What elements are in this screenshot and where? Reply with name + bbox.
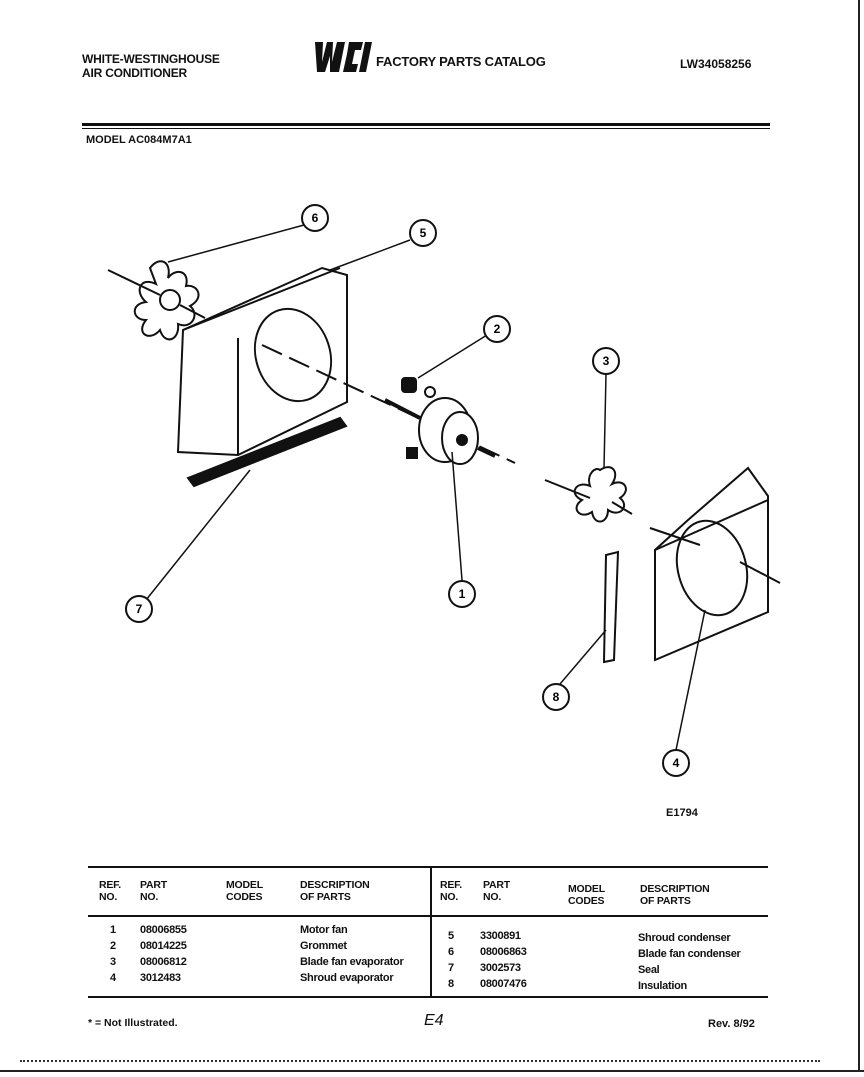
callout-5: 5	[409, 219, 437, 247]
page-right-border	[858, 0, 860, 1070]
svg-text:2: 2	[494, 322, 501, 336]
catalog-title: FACTORY PARTS CATALOG	[376, 54, 546, 69]
svg-text:6: 6	[312, 211, 319, 225]
callout-3: 3	[592, 347, 620, 375]
svg-text:4: 4	[673, 756, 680, 770]
brand-name: WHITE-WESTINGHOUSE AIR CONDITIONER	[82, 52, 220, 80]
callout-8: 8	[542, 683, 570, 711]
callout-6: 6	[301, 204, 329, 232]
svg-text:3: 3	[603, 354, 610, 368]
catalog-number: LW34058256	[680, 57, 752, 71]
footnote: * = Not Illustrated.	[88, 1017, 178, 1029]
callout-2: 2	[483, 315, 511, 343]
shroud-evaporator-drawing	[649, 466, 781, 662]
svg-text:8: 8	[553, 690, 560, 704]
grommet-drawing	[401, 377, 436, 398]
table-header-rule	[88, 915, 768, 917]
callout-circles: 6 5 2 3 1 7 8 4	[125, 204, 690, 777]
table-top-rule	[88, 866, 768, 868]
svg-text:7: 7	[136, 602, 143, 616]
revision-label: Rev. 8/92	[708, 1018, 755, 1030]
header-rule	[82, 123, 770, 126]
callout-7: 7	[125, 595, 153, 623]
blade-fan-evaporator-drawing	[544, 466, 633, 523]
callout-4: 4	[662, 749, 690, 777]
brand-line-1: WHITE-WESTINGHOUSE	[82, 52, 220, 66]
model-label: MODEL AC084M7A1	[86, 134, 192, 146]
motor-fan-drawing	[384, 397, 496, 465]
header-ref-no-right: REF.NO.	[440, 879, 462, 903]
page-bottom-border	[0, 1070, 864, 1072]
table-divider	[430, 868, 432, 996]
header-ref-no: REF.NO.	[99, 879, 121, 903]
dotted-divider	[20, 1060, 820, 1062]
table-bottom-rule	[88, 996, 768, 998]
blade-fan-condenser-drawing	[107, 260, 206, 341]
shroud-condenser-drawing	[176, 266, 348, 457]
seal-drawing	[186, 416, 348, 488]
drawing-code: E1794	[666, 807, 698, 819]
insulation-drawing	[602, 550, 620, 664]
svg-text:5: 5	[420, 226, 427, 240]
brand-line-2: AIR CONDITIONER	[82, 66, 188, 80]
page-number: E4	[424, 1012, 444, 1029]
callout-1: 1	[448, 580, 476, 608]
header-rule-thin	[82, 128, 770, 129]
svg-text:1: 1	[459, 587, 466, 601]
wci-logo-icon	[315, 42, 372, 72]
